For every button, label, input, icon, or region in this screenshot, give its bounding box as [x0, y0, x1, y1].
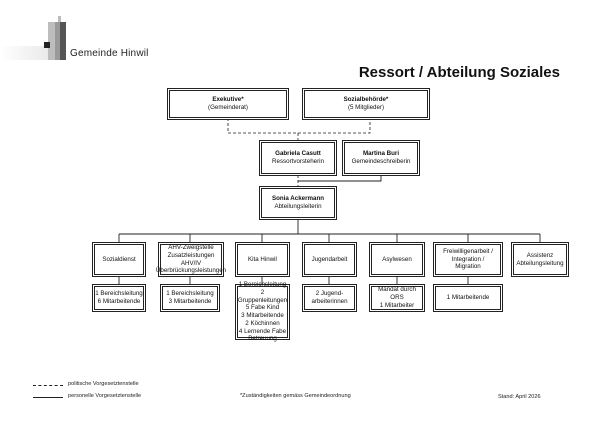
executive-title: Exekutive*	[212, 96, 244, 104]
department-head-casutt-box: Gabriela Casutt Ressortvorsteherin	[259, 140, 337, 176]
department-asylum: Asylwesen	[369, 242, 425, 277]
social-authority-title: Sozialbehörde*	[343, 96, 389, 104]
logo-graphic	[0, 0, 68, 64]
staff-line: Mandat durch	[378, 286, 416, 294]
department-label: Überbrückungsleistungen	[155, 267, 227, 275]
department-social-services: Sozialdienst	[92, 242, 146, 277]
executive-box: Exekutive* (Gemeinderat)	[167, 88, 289, 120]
department-label: Abteilungsleitung	[516, 259, 564, 267]
department-label: Jugendarbeit	[311, 255, 348, 263]
staff-line: 3 Mitarbeitende	[241, 312, 284, 319]
department-label: Integration /	[451, 255, 485, 263]
ackermann-name: Sonia Ackermann	[271, 195, 325, 203]
staff-youth-work: 2 Jugend- arbeiterinnen	[302, 284, 357, 312]
department-label: Migration	[455, 263, 481, 271]
staff-line: 2 Jugend-	[315, 290, 344, 298]
municipality-name: Gemeinde Hinwil	[70, 48, 149, 59]
department-label: Freiwilligenarbeit /	[443, 247, 493, 255]
department-label: Kita Hinwil	[248, 255, 277, 263]
department-ahv: AHV-Zweigstelle Zusatzleistungen AHV/IV …	[155, 242, 227, 277]
staff-line: 1 Bereichsleitung	[166, 290, 214, 298]
staff-ahv: 1 Bereichsleitung 3 Mitarbeitende	[160, 284, 220, 312]
staff-line: 3 Mitarbeitende	[168, 298, 212, 305]
department-label: AHV-Zweigstelle	[168, 244, 214, 251]
staff-line: ORS	[390, 294, 404, 302]
staff-line: 2 Köchinnen	[245, 319, 280, 327]
status-date: Stand: April 2026	[498, 394, 541, 400]
staff-asylum: Mandat durch ORS 1 Mitarbeiter	[369, 284, 425, 312]
department-kita: Kita Hinwil	[235, 242, 290, 277]
department-youth-work: Jugendarbeit	[302, 242, 357, 277]
footnote: *Zuständigkeiten gemäss Gemeindeordnung	[240, 393, 351, 399]
legend-solid-label: personelle Vorgesetztenstelle	[68, 393, 142, 399]
legend-dashed-line	[33, 385, 63, 386]
page-title: Ressort / Abteilung Soziales	[358, 64, 560, 81]
staff-line: 1 Bereichsleitung	[95, 290, 143, 298]
staff-line: 5 Fabe Kind	[245, 304, 280, 312]
staff-line: 2 Gruppenleitungen	[237, 288, 288, 304]
department-label: Sozialdienst	[102, 255, 136, 263]
staff-line: 1 Bereichsleitung	[238, 281, 287, 288]
casutt-name: Gabriela Casutt	[275, 150, 321, 158]
staff-line: arbeiterinnen	[311, 298, 348, 305]
ackermann-role: Abteilungsleiterin	[274, 203, 322, 210]
staff-kita: 1 Bereichsleitung 2 Gruppenleitungen 5 F…	[235, 281, 290, 343]
legend-solid-line	[33, 397, 63, 398]
executive-subtitle: (Gemeinderat)	[208, 104, 248, 111]
buri-name: Martina Buri	[362, 150, 400, 158]
staff-line: Betreuung	[248, 335, 277, 343]
staff-line: 1 Mitarbeitende	[446, 294, 490, 302]
social-authority-box: Sozialbehörde* (5 Mitglieder)	[302, 88, 430, 120]
department-label: Zusatzleistungen AHV/IV	[167, 251, 215, 267]
department-label: Assistenz	[526, 251, 554, 259]
staff-line: 6 Mitarbeitende	[97, 298, 141, 305]
staff-volunteering: 1 Mitarbeitende	[433, 284, 503, 312]
social-authority-subtitle: (5 Mitglieder)	[347, 104, 385, 111]
staff-line: 4 Lernende Fabe	[238, 327, 287, 335]
staff-social-services: 1 Bereichsleitung 6 Mitarbeitende	[92, 284, 146, 312]
department-assistant: Assistenz Abteilungsleitung	[511, 242, 569, 277]
buri-role: Gemeindeschreiberin	[351, 158, 411, 165]
division-head-ackermann-box: Sonia Ackermann Abteilungsleiterin	[259, 186, 337, 220]
legend-dashed-label: politische Vorgesetztenstelle	[68, 381, 139, 387]
municipal-clerk-buri-box: Martina Buri Gemeindeschreiberin	[342, 140, 420, 176]
department-label: Asylwesen	[382, 255, 412, 263]
casutt-role: Ressortvorsteherin	[272, 158, 324, 165]
staff-line: 1 Mitarbeiter	[379, 301, 415, 309]
department-volunteering: Freiwilligenarbeit / Integration / Migra…	[433, 242, 503, 277]
